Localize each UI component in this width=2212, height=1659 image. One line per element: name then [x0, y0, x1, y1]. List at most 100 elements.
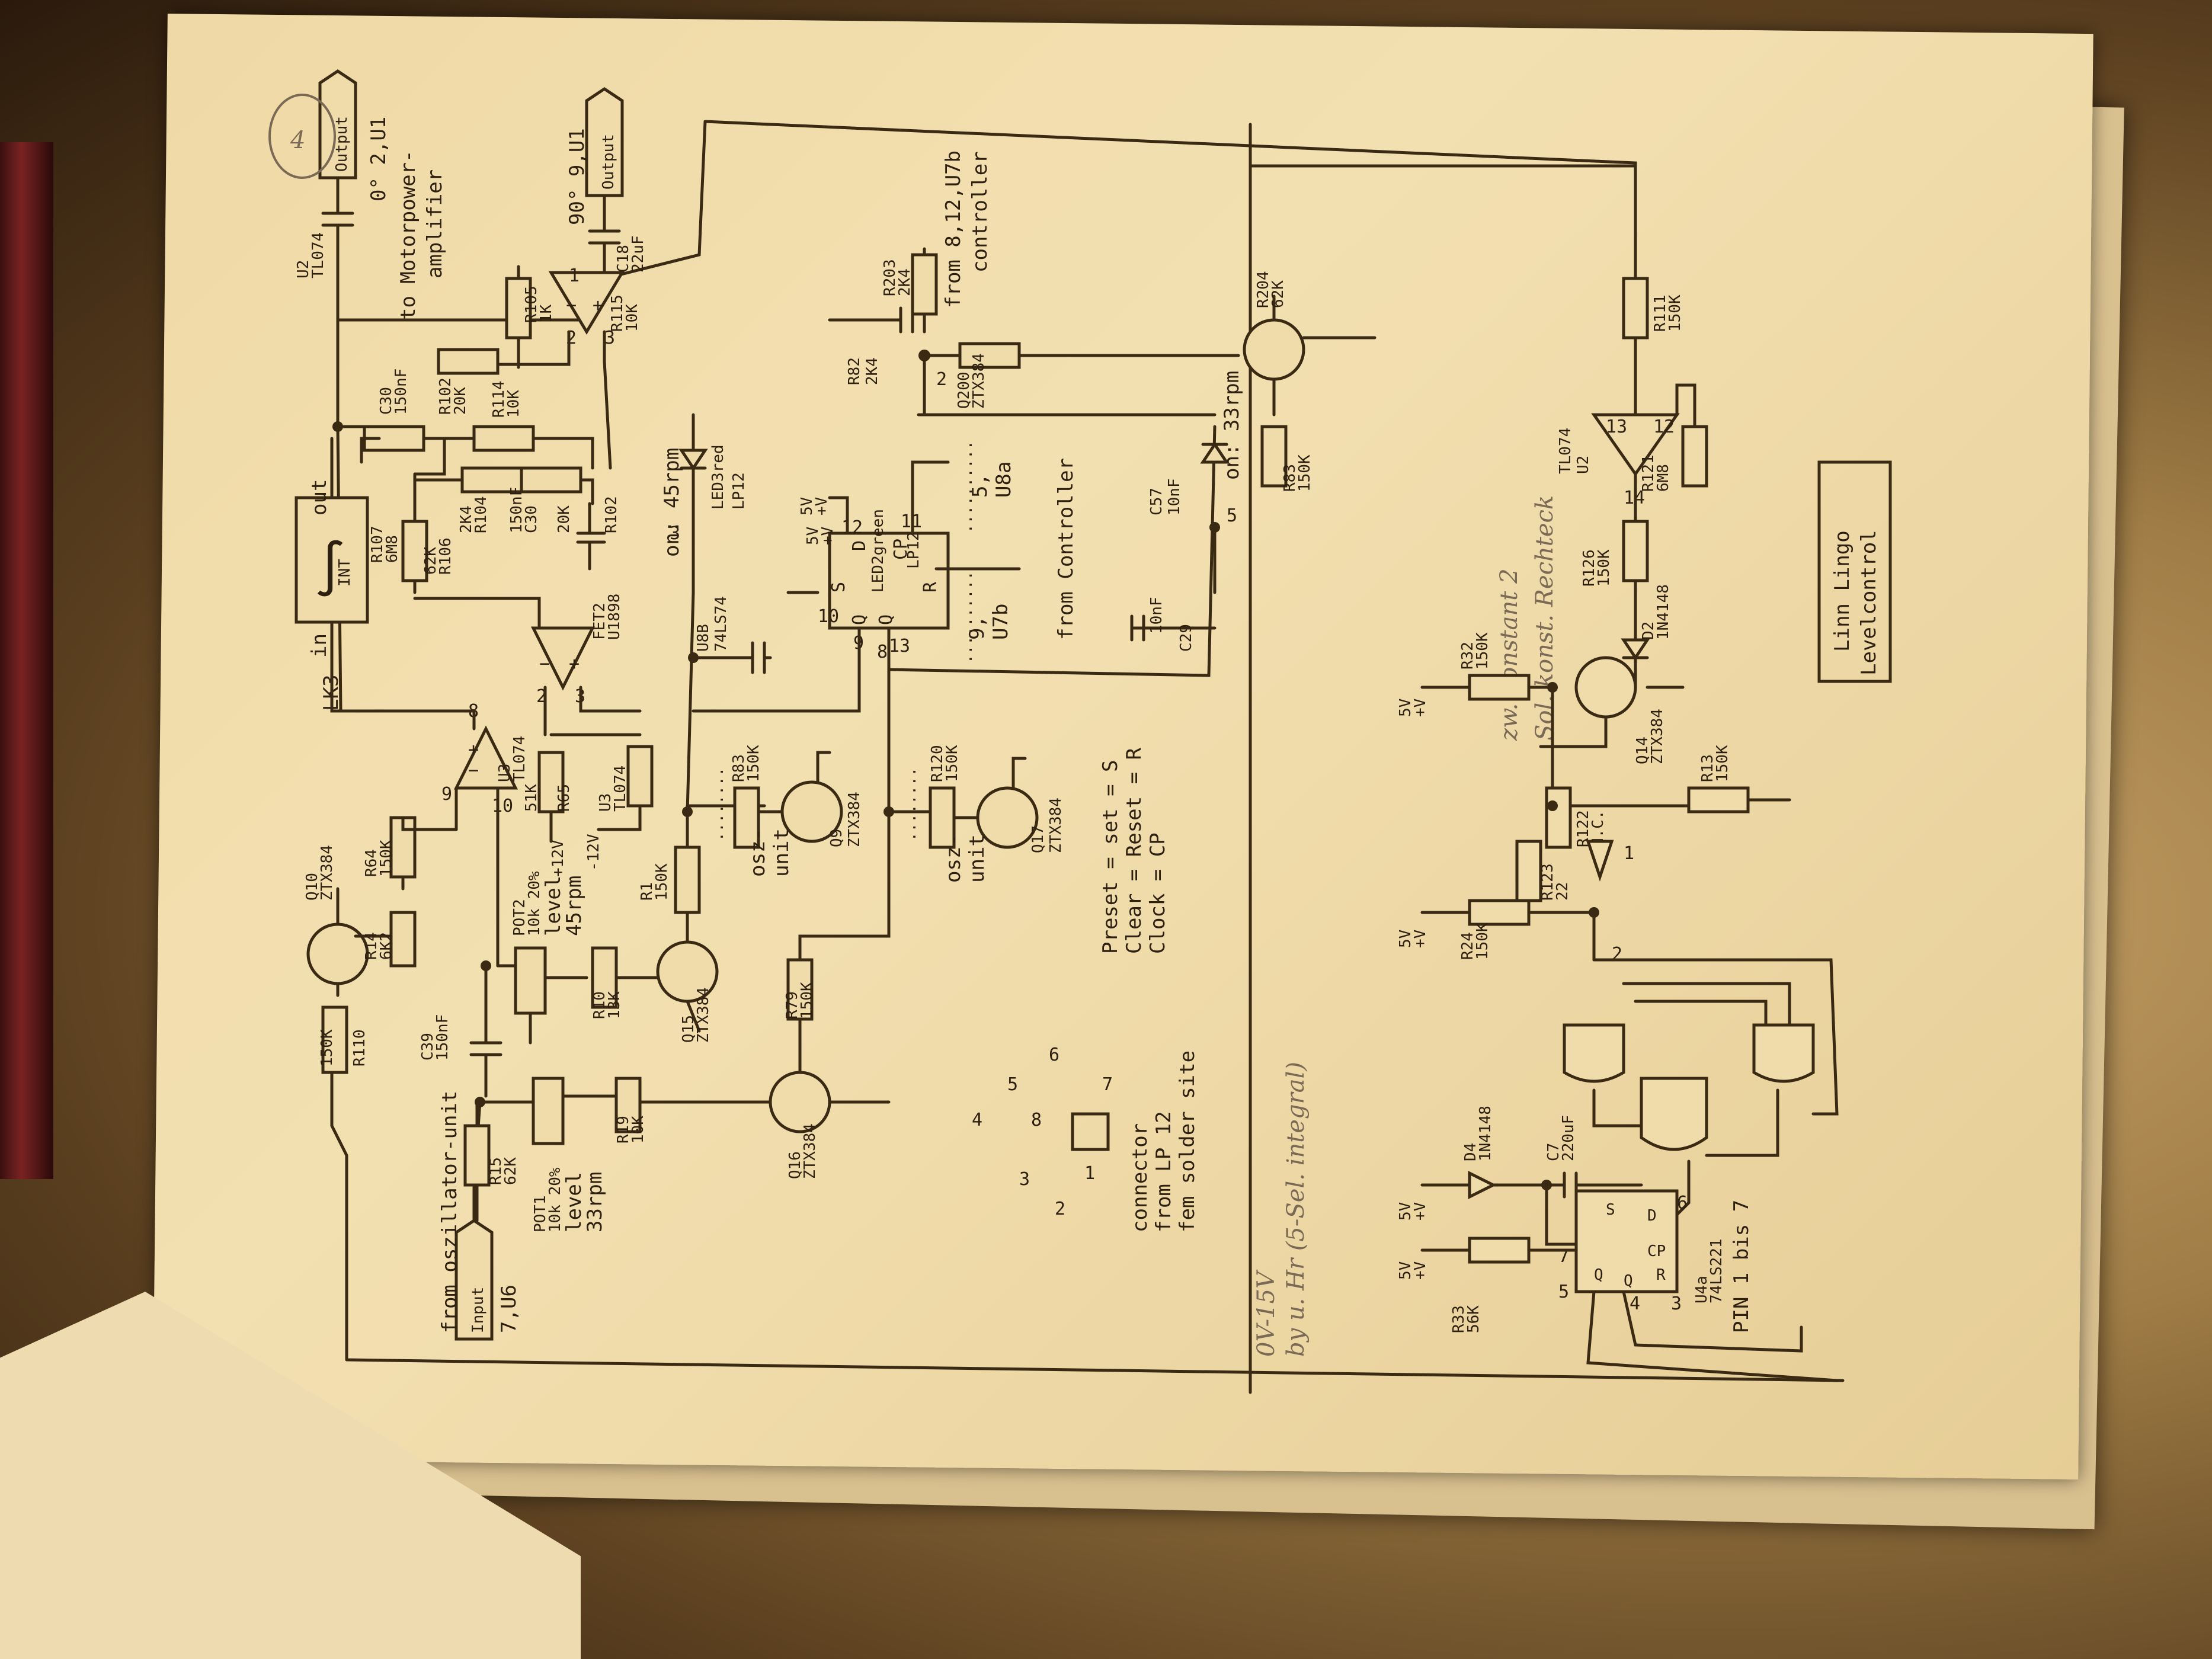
motor-line-2: amplifier [423, 169, 447, 278]
legend: Preset = set = S Clear = Reset = R Clock… [1099, 747, 1170, 954]
r111-value: 150K [1666, 294, 1684, 332]
r204-label: R83 [1281, 464, 1299, 492]
motor-line-1: to Motorpower- [396, 150, 420, 320]
hand-note-3: zw. konstant 2 [1496, 568, 1523, 741]
conn-line-1: connector [1128, 1123, 1152, 1232]
c29-value: 2K4 [863, 357, 881, 385]
r104-value: 150nF [508, 487, 526, 533]
legend-2: Clear = Reset = R [1122, 747, 1146, 954]
d4-label: D4 [1462, 1143, 1480, 1161]
fet-section: R107 6M8 62K R106 [369, 437, 541, 630]
title-block: Linn Lingo Levelcontrol [1817, 460, 1892, 683]
dots-4: .......... [958, 571, 976, 664]
r114-value: 20K [452, 387, 469, 415]
from-u7b-1: from 8,12,U7b [942, 150, 965, 308]
on33-label: on: 33rpm [1220, 371, 1244, 480]
output-0-description: 0° 2,U1 [367, 117, 390, 201]
r105-value: 10K [505, 390, 523, 418]
q9-label: Q9 [828, 829, 846, 847]
osz1-line1: osz- [746, 828, 770, 877]
ff-r-pin: R [920, 581, 941, 592]
r24-value: 150K [1474, 923, 1491, 960]
conn-line-2: from LP 12 [1152, 1111, 1176, 1232]
u2-minus: − [566, 295, 577, 316]
r121-label: R121 [1640, 454, 1657, 492]
input-transistor-q10: R64 150K Q10 ZTX384 R14 6K2 150K R110 [303, 816, 458, 1157]
r102-value: 150nF [392, 369, 410, 415]
c30-label: R102 [603, 496, 620, 533]
u3a-opamp: + − 8 9 10 U3 TL074 [330, 668, 529, 968]
d2-value: 1N4148 [1654, 584, 1672, 640]
integral-sign: ∫ [314, 537, 346, 600]
int-out-label: out [308, 479, 331, 515]
r13-label: R13 [1699, 754, 1717, 782]
r126-label: R126 [1580, 549, 1598, 587]
led3-value: 10nF [1166, 478, 1183, 515]
q15-q16-switches: Q15 ZTX384 Q16 ZTX384 R1 150K R79 150K [614, 591, 891, 1179]
ff-vplus: +V [819, 527, 837, 545]
r65-value: TL074 [612, 766, 629, 812]
r24-vplus: +V [1411, 930, 1429, 948]
q200-driver: R82 2K4 R203 2K4 from 8,12,U7b controlle… [828, 150, 1637, 492]
r82-label: R203 [881, 259, 899, 296]
conn-pin-3: 3 [1019, 1169, 1030, 1190]
u3b-minus: − [539, 654, 550, 674]
led3-ref: C57 [1148, 488, 1166, 515]
c39-label: C39 [419, 1033, 437, 1061]
osz2-line2: unit [965, 834, 989, 883]
r14-value: 6K2 [377, 932, 395, 960]
ff-vplus-2: +V [813, 497, 831, 515]
u3a-pin9: 9 [441, 784, 452, 805]
node-2: 2 [936, 369, 947, 390]
r19-value: 10K [629, 1116, 647, 1144]
q16-label: Q16 [786, 1151, 804, 1179]
controller-inputs: .......... 5, U8a .......... 9, U7b from… [958, 440, 1078, 664]
r82-value: 2K4 [896, 268, 914, 296]
q14-label: Q14 [1634, 736, 1651, 764]
r203-value: ZTX384 [970, 353, 988, 409]
r102-label: C30 [377, 387, 395, 415]
r33-value: 56K [1465, 1305, 1483, 1333]
r10-label: R10 [591, 991, 609, 1019]
ff-5v-2: 5V [798, 497, 816, 515]
conn-pin-6: 6 [1049, 1045, 1059, 1065]
input-tag: Input [469, 1287, 487, 1333]
c19-value: 22uF [629, 235, 647, 273]
q9-osz-unit: R83 150K Q9 ZTX384 osz- unit [730, 745, 863, 877]
output-0-tag: Output [333, 116, 351, 172]
c57-label: C29 [1177, 624, 1195, 652]
r121-value: 6M8 [1654, 464, 1672, 492]
r123-value: 22 [1554, 882, 1571, 901]
c7-value: 220uF [1560, 1115, 1577, 1161]
r18-value: 51K [523, 784, 540, 812]
r105-label: R114 [490, 380, 508, 418]
u8b-flipflop: S R Q Q D CP LED2green LP12 10 12 11 13 … [692, 460, 1021, 713]
ff-s-pin: S [828, 582, 849, 592]
u4a-cp: CP [1647, 1242, 1666, 1260]
ff-pin8: 8 [877, 642, 888, 662]
r32-label: R32 [1459, 642, 1477, 670]
u4a-monostable: S D CP R Q Q 7 6 5 4 3 U4a 74LS221 PIN 1… [1558, 958, 1839, 1382]
q15-label: Q15 [680, 1015, 697, 1043]
pot1-note-1: level [562, 1172, 586, 1232]
bias-resistors: 51K R65 U3 TL074 +12V -12V [523, 733, 654, 877]
c18-value: TL074 [309, 232, 327, 278]
q15-value: ZTX384 [694, 987, 712, 1043]
conn-pin-8: 8 [1031, 1110, 1042, 1130]
u3a-pin10: 10 [492, 796, 513, 816]
u2b-ref: U2 [1574, 456, 1592, 474]
integrator-block: ∫ INT out in LK3 [294, 437, 369, 711]
u4a-ref: U4a [1693, 1276, 1711, 1304]
r79-label: R79 [783, 991, 801, 1019]
hand-note-1: 0V-15V [1253, 1269, 1280, 1357]
plus12v: +12V [549, 840, 567, 877]
u2b-pin13: 13 [1606, 417, 1627, 437]
r33-label: R33 [1450, 1305, 1468, 1333]
r24-5v: 5V [1397, 930, 1414, 948]
ctrl-a-line2: U8a [992, 462, 1016, 498]
r107-label: R106 [437, 537, 454, 575]
u4a-value: 74LS221 [1708, 1238, 1726, 1304]
r107-value: 62K [422, 547, 440, 575]
u2b-pin12: 12 [1653, 417, 1675, 437]
